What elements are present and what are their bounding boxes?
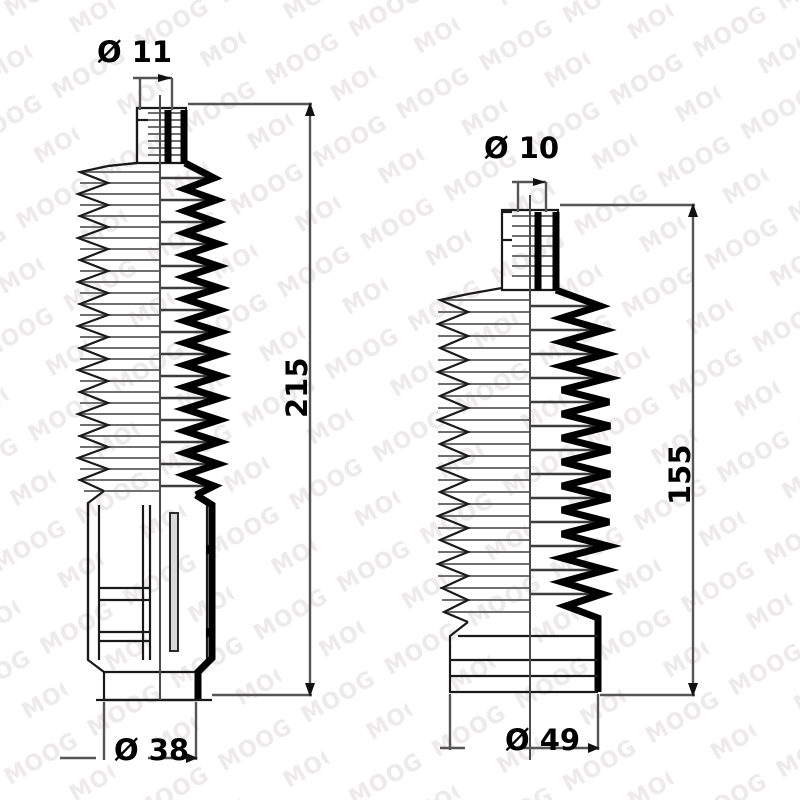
left-view-group: Ø 11 Ø 38 215 — [60, 35, 315, 767]
left-bellows-left-profile — [74, 164, 112, 492]
right-bellows-right-profile — [548, 286, 622, 692]
left-edge-tick — [206, 545, 215, 554]
left-body-right-edge — [194, 492, 216, 699]
right-length-label: 155 — [663, 444, 697, 505]
left-bellows-right-profile — [173, 159, 232, 499]
left-lower-body — [86, 490, 214, 702]
left-edge-tick — [206, 628, 215, 637]
right-top-dia-dimension — [512, 178, 548, 212]
left-body-slot — [169, 512, 179, 652]
right-top-dia-label: Ø 10 — [484, 131, 559, 165]
right-bellows-hatching — [438, 299, 610, 613]
right-length-dimension — [560, 203, 698, 697]
left-length-label: 215 — [280, 357, 314, 418]
right-neck — [500, 208, 560, 292]
right-bottom-dia-dimension — [440, 694, 600, 753]
left-length-dimension — [188, 102, 315, 697]
right-view-group: Ø 10 Ø 49 155 — [435, 131, 698, 760]
right-lower-collar — [448, 621, 598, 694]
left-bottom-dia-dimension — [60, 702, 198, 763]
left-neck — [135, 106, 188, 165]
right-bottom-dia-label: Ø 49 — [505, 723, 580, 757]
right-bellows-left-profile — [435, 292, 471, 624]
left-top-dia-label: Ø 11 — [97, 35, 172, 69]
left-bottom-dia-label: Ø 38 — [114, 733, 189, 767]
left-top-dia-dimension — [133, 74, 174, 110]
right-shoulder — [467, 286, 503, 296]
